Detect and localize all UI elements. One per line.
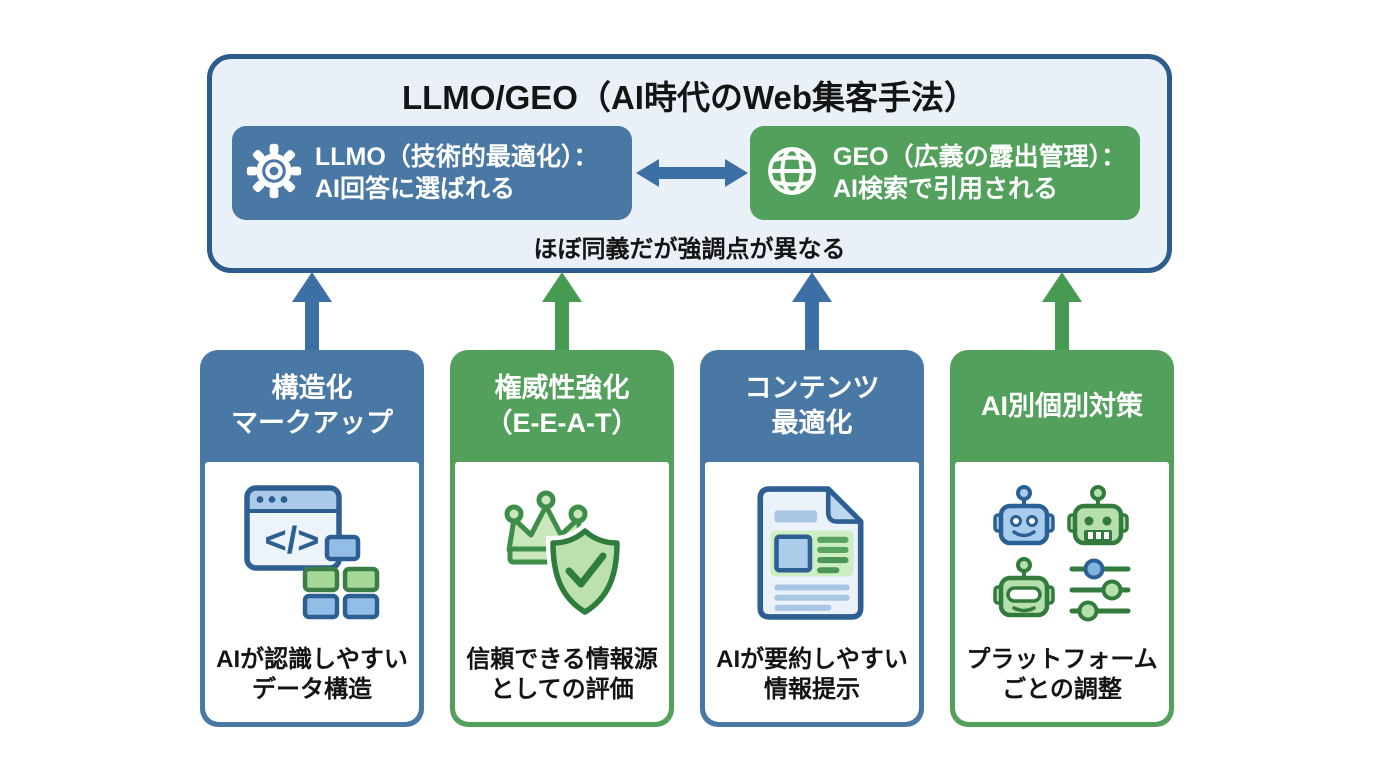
card-title-line2: 最適化 [771,408,853,438]
globe-icon [764,143,820,204]
card-title: 構造化 マークアップ [200,350,424,462]
card-caption-line2: としての評価 [490,676,634,704]
double-arrow-icon [636,154,748,197]
note-text: ほぼ同義だが強調点が異なる [533,236,846,263]
top-panel: LLMO/GEO（AI時代のWeb集客手法） [207,54,1172,273]
card-title: 権威性強化 （E-E-A-T） [450,350,674,462]
card-body: </> AIが認識しやすい データ構造 [205,462,419,722]
card-title-line2: マークアップ [231,408,393,438]
card-caption-line1: プラットフォーム [966,645,1158,673]
authority-eeat-icon [495,462,630,645]
card-title-line1: AI別個別対策 [981,390,1143,421]
up-arrow-icon-green [542,272,582,355]
card-caption: プラットフォーム ごとの調整 [966,645,1157,706]
gear-icon [246,143,302,204]
up-arrow-icon-green [1042,272,1082,355]
card-caption: 信頼できる情報源 としての評価 [466,645,658,706]
llmo-box: LLMO（技術的最適化）： AI回答に選ばれる [232,126,632,220]
card-caption-line1: 信頼できる情報源 [466,645,658,673]
card-caption-line2: データ構造 [251,676,372,704]
card-structured-markup: 構造化 マークアップ </> [200,350,424,727]
card-body: プラットフォーム ごとの調整 [955,462,1169,722]
card-title-line1: 権威性強化 [494,373,630,404]
up-arrow-icon-blue [292,272,332,355]
card-title-line1: コンテンツ [744,373,880,404]
card-title-line1: 構造化 [271,373,353,404]
card-title-line2: （E-E-A-T） [485,408,639,438]
llmo-box-line1: LLMO（技術的最適化）： [315,142,599,171]
card-caption: AIが要約しやすい 情報提示 [716,645,908,706]
structured-markup-icon: </> [242,462,382,645]
card-title: コンテンツ 最適化 [700,350,924,462]
card-content-optimization: コンテンツ 最適化 [700,350,924,727]
page-title: LLMO/GEO（AI時代のWeb集客手法） [401,79,978,116]
llmo-box-line2: AI回答に選ばれる [315,175,516,203]
ai-platforms-icon [992,462,1132,645]
up-arrow-icon-blue [792,272,832,355]
card-ai-specific: AI別個別対策 [950,350,1174,727]
card-caption: AIが認識しやすい データ構造 [216,645,408,706]
content-document-icon [753,462,871,645]
card-body: 信頼できる情報源 としての評価 [455,462,669,722]
card-caption-line1: AIが認識しやすい [216,645,408,673]
geo-box-line1: GEO（広義の露出管理）： [833,142,1127,171]
card-caption-line2: ごとの調整 [1002,676,1122,704]
svg-text:</>: </> [265,520,320,562]
card-caption-line1: AIが要約しやすい [716,645,908,673]
card-authority-eeat: 権威性強化 （E-E-A-T） 信頼できる情報源 としての評価 [450,350,674,727]
geo-box: GEO（広義の露出管理）： AI検索で引用される [750,126,1140,220]
geo-box-line2: AI検索で引用される [833,175,1059,203]
card-title: AI別個別対策 [950,350,1174,462]
card-caption-line2: 情報提示 [763,676,860,704]
card-body: AIが要約しやすい 情報提示 [705,462,919,722]
